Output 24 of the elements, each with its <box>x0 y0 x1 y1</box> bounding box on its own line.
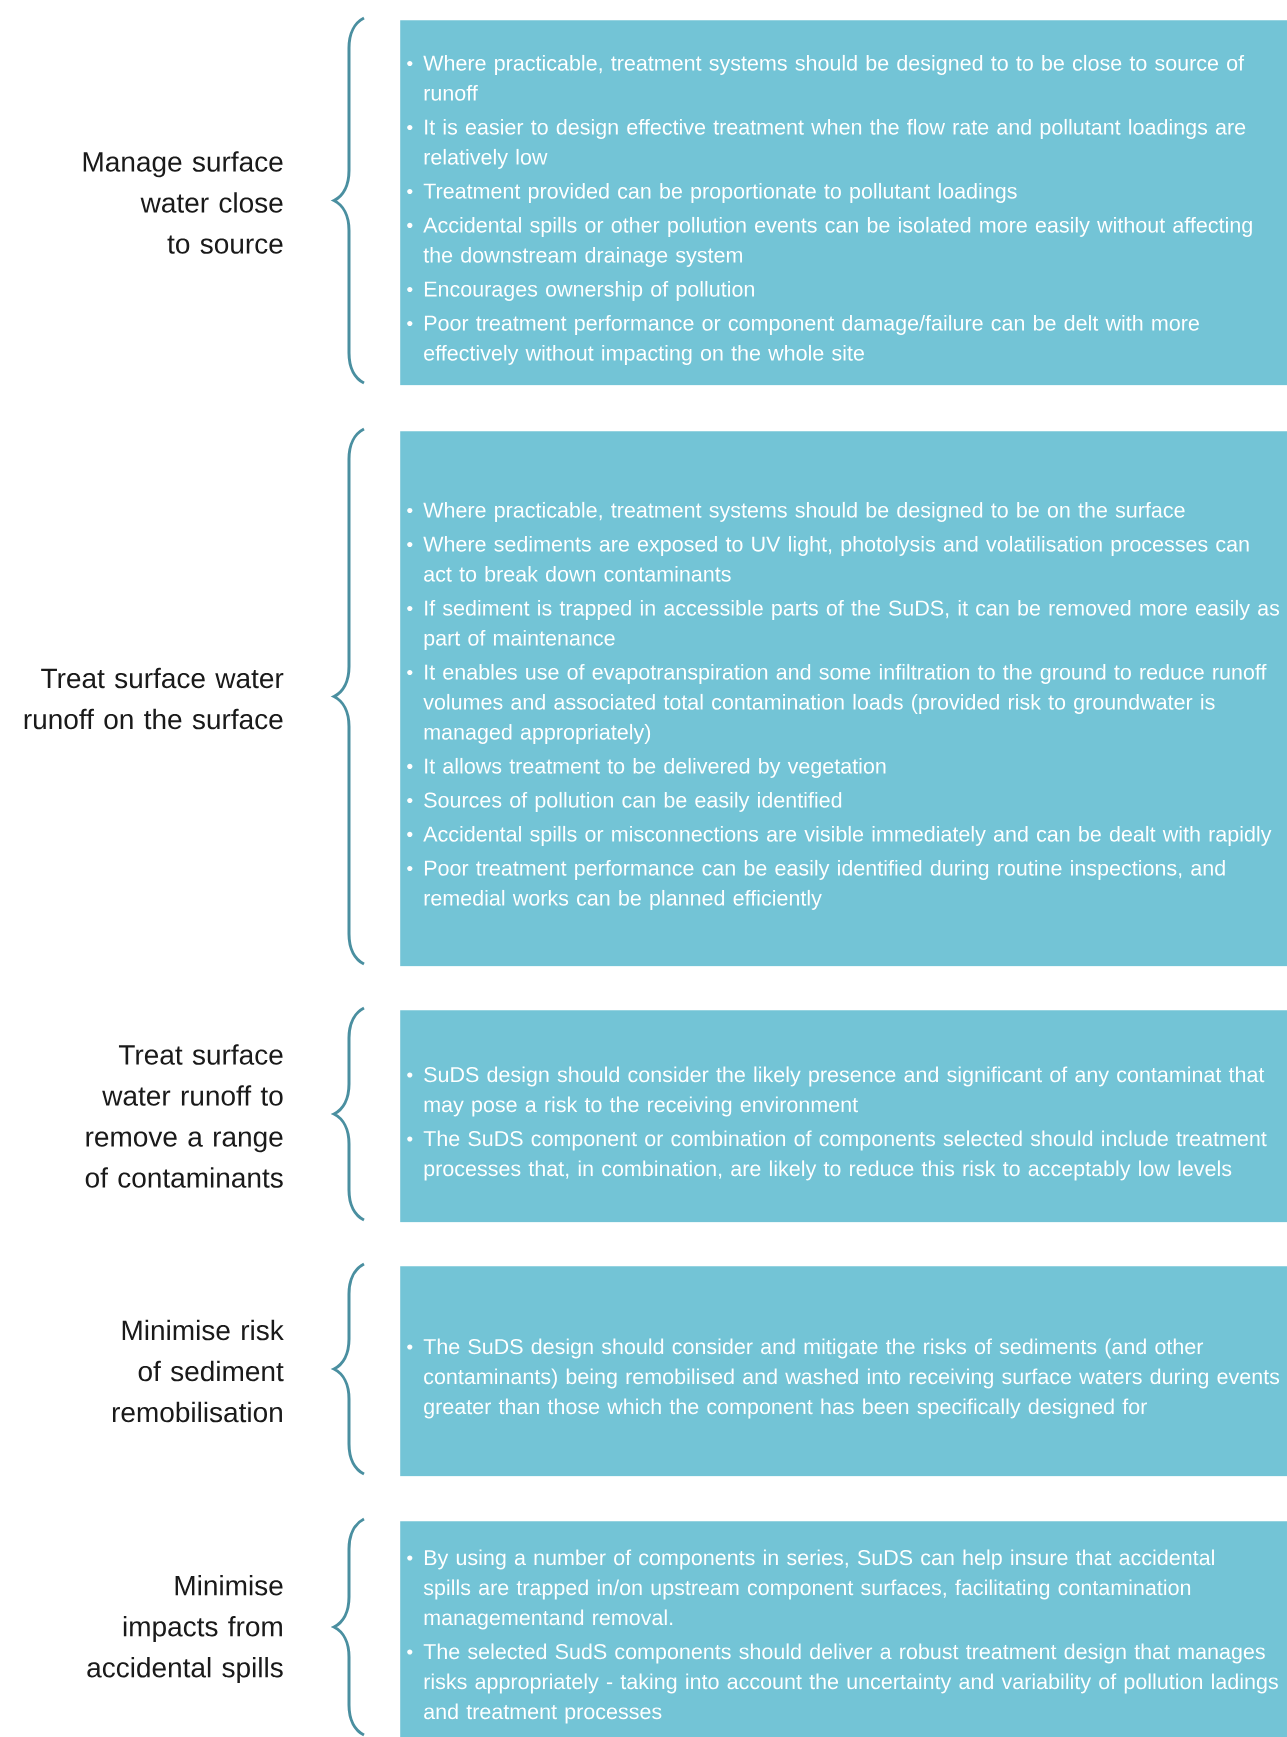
bullet-point: Poor treatment performance can be easily identified during routine inspections, and remedial works can be planned efficiently <box>407 859 1225 910</box>
bullet-point: It enables use of evapotranspiration and some infiltration to the ground to reduce runoff volumes and associated total contamination loads (provided risk to groundwater is managed appropriately) <box>407 663 1267 744</box>
bullet-point: Encourages ownership of pollution <box>407 280 754 301</box>
bullet-point: The SuDS design should consider and mitigate the risks of sediments (and other contaminants) being remobilised and washed into receiving surface waters during events greater than those which the component has been specifically designed for <box>407 1338 1280 1419</box>
bullet-point: The SuDS component or combination of components selected should include treatment processes that, in combination, are likely to reduce this risk to acceptably low levels <box>407 1130 1267 1181</box>
heading-text: Treat surface water runoff to remove a range of contaminants <box>85 1044 283 1188</box>
bullet-point: By using a number of components in series, SuDS can help insure that accidental spills are trapped in/on upstream component surfaces, facilitating contamination managementand removal. <box>407 1549 1214 1630</box>
heading-text: Minimise impacts from accidental spills <box>87 1574 283 1684</box>
bullet-point: SuDS design should consider the likely presence and significant of any contaminat that may pose a risk to the receiving environment <box>407 1066 1265 1117</box>
bullet-point: Treatment provided can be proportionate to pollutant loadings <box>407 182 1017 203</box>
bullet-point: If sediment is trapped in accessible parts of the SuDS, it can be removed more easily as part of maintenance <box>407 599 1280 650</box>
bullet-point: It allows treatment to be delivered by vegetation <box>407 757 886 778</box>
bullet-point: Poor treatment performance or component damage/failure can be delt with more effectively without impacting on the whole site <box>407 314 1199 365</box>
bullet-point: Where practicable, treatment systems should be designed to to be close to source of runoff <box>407 54 1245 101</box>
bullet-point: Accidental spills or misconnections are visible immediately and can be dealt with rapidly <box>407 825 1272 846</box>
bullet-point: Where sediments are exposed to UV light, photolysis and volatilisation processes can act to break down contaminants <box>407 535 1249 582</box>
bullet-point: The selected SudS components should deliver a robust treatment design that manages risks appropriately - taking into account the uncertainty and variability of pollution ladings and treatment processes <box>407 1643 1278 1724</box>
bullet-point: Sources of pollution can be easily identified <box>407 791 842 812</box>
heading-text: Treat surface water runoff on the surface <box>24 667 284 730</box>
heading-text: Manage surface water close to source <box>83 151 283 254</box>
bullet-point: Accidental spills or other pollution events can be isolated more easily without affecting the downstream drainage system <box>407 216 1252 267</box>
bullet-point: It is easier to design effective treatment when the flow rate and pollutant loadings are relatively low <box>407 118 1246 169</box>
bullet-point: Where practicable, treatment systems should be designed to be on the surface <box>407 501 1185 522</box>
heading-text: Minimise risk of sediment remobilisation <box>112 1319 284 1423</box>
